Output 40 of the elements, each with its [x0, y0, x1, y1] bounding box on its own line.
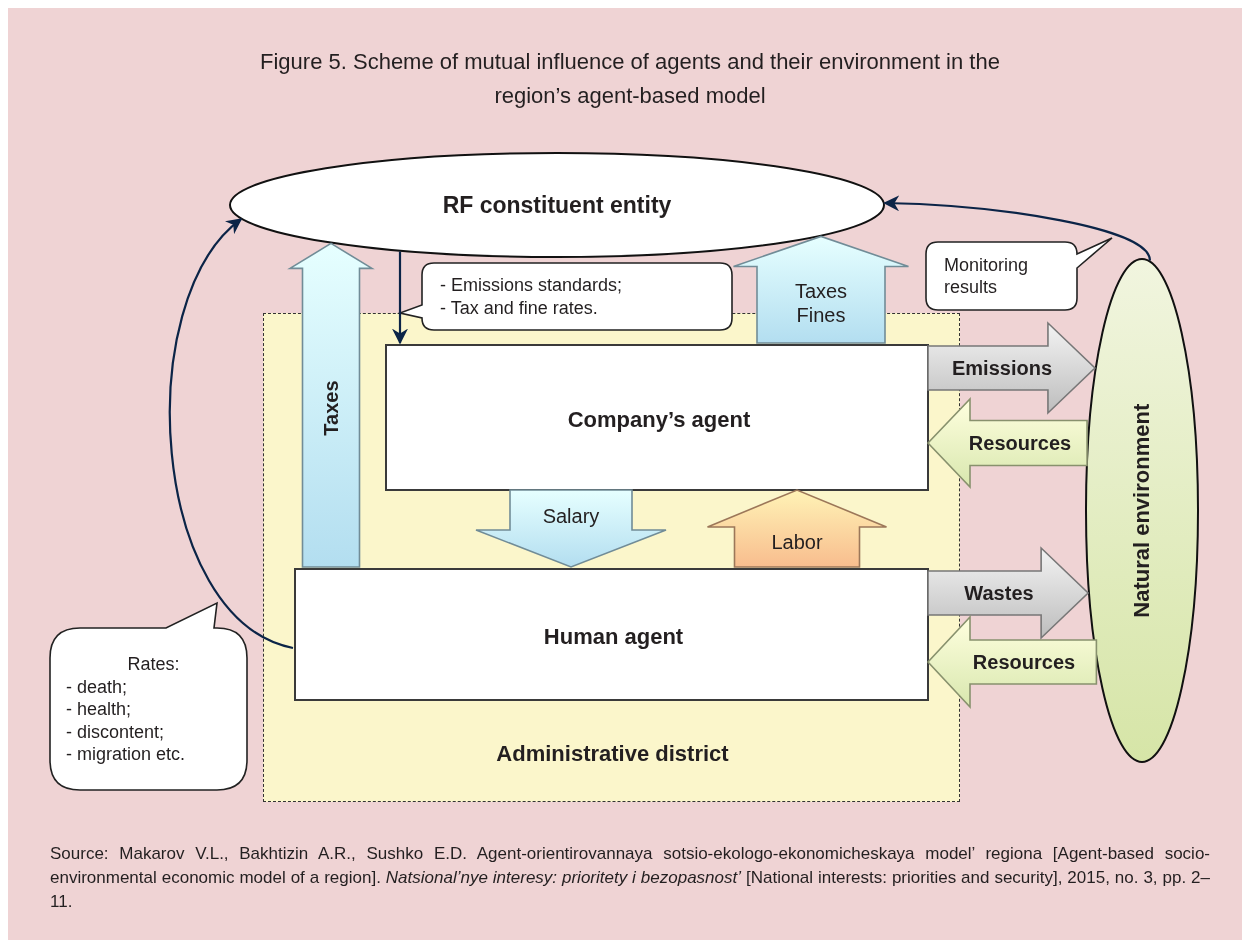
edge-label: Resources: [971, 650, 1077, 674]
block-arrow: [926, 614, 1098, 710]
entity-ellipse: [229, 152, 885, 258]
block-arrow: [732, 235, 910, 344]
block-arrow: [475, 489, 667, 568]
agent-box: [385, 344, 929, 491]
callout-bubble: [50, 602, 247, 790]
node-label: Administrative district: [496, 740, 729, 768]
node-label: RF constituent entity: [442, 190, 672, 220]
node-label: Company’s agent: [567, 405, 751, 434]
connector-arrow: [392, 251, 408, 345]
node-label: Human agent: [543, 622, 684, 651]
figure-title: Figure 5. Scheme of mutual influence of agents and their environment in the region’s agent-based model: [259, 48, 1001, 110]
node-label: Natural environment: [1128, 403, 1156, 618]
callout-text: Monitoring results: [944, 253, 1030, 299]
block-arrow: [926, 397, 1088, 489]
callout-text: Rates:: [127, 653, 180, 676]
callout-text: - migration etc.: [66, 743, 186, 766]
callout-bubble: [400, 263, 732, 330]
block-arrow: [927, 546, 1090, 640]
callout-text: - discontent;: [66, 720, 165, 744]
edge-label: Salary: [541, 504, 601, 528]
edge-label: Taxes: [319, 379, 343, 438]
block-arrow: [927, 321, 1097, 415]
edge-label: Labor: [770, 530, 824, 554]
callout-text: - Emissions standards;: [440, 274, 623, 297]
block-arrow: [287, 242, 375, 568]
source-note: Source: Makarov V.L., Bakhtizin A.R., Sushko E.D. Agent-orientirovannaya sotsio-ekologo-ekonomicheskaya model’ regiona [Agent-based socio-environmental economic model of a region]. Natsional’nye interesy: prioritety i bezopasnost’ [National interests: priorities and security], 2015, no. 3, pp. 2–11.: [50, 843, 1210, 913]
callout-text: - health;: [66, 698, 132, 721]
edge-label: Emissions: [950, 356, 1053, 380]
environment-ellipse: [1085, 258, 1199, 763]
edge-label: Taxes Fines: [793, 279, 849, 327]
connector-arrow: [883, 195, 1152, 261]
block-arrow: [706, 489, 888, 568]
edge-label: Resources: [967, 431, 1073, 455]
edge-label: Wastes: [963, 581, 1035, 605]
callout-text: - death;: [66, 675, 128, 699]
connector-arrow: [168, 218, 294, 650]
callout-text: - Tax and fine rates.: [440, 296, 598, 319]
agent-box: [294, 568, 929, 701]
